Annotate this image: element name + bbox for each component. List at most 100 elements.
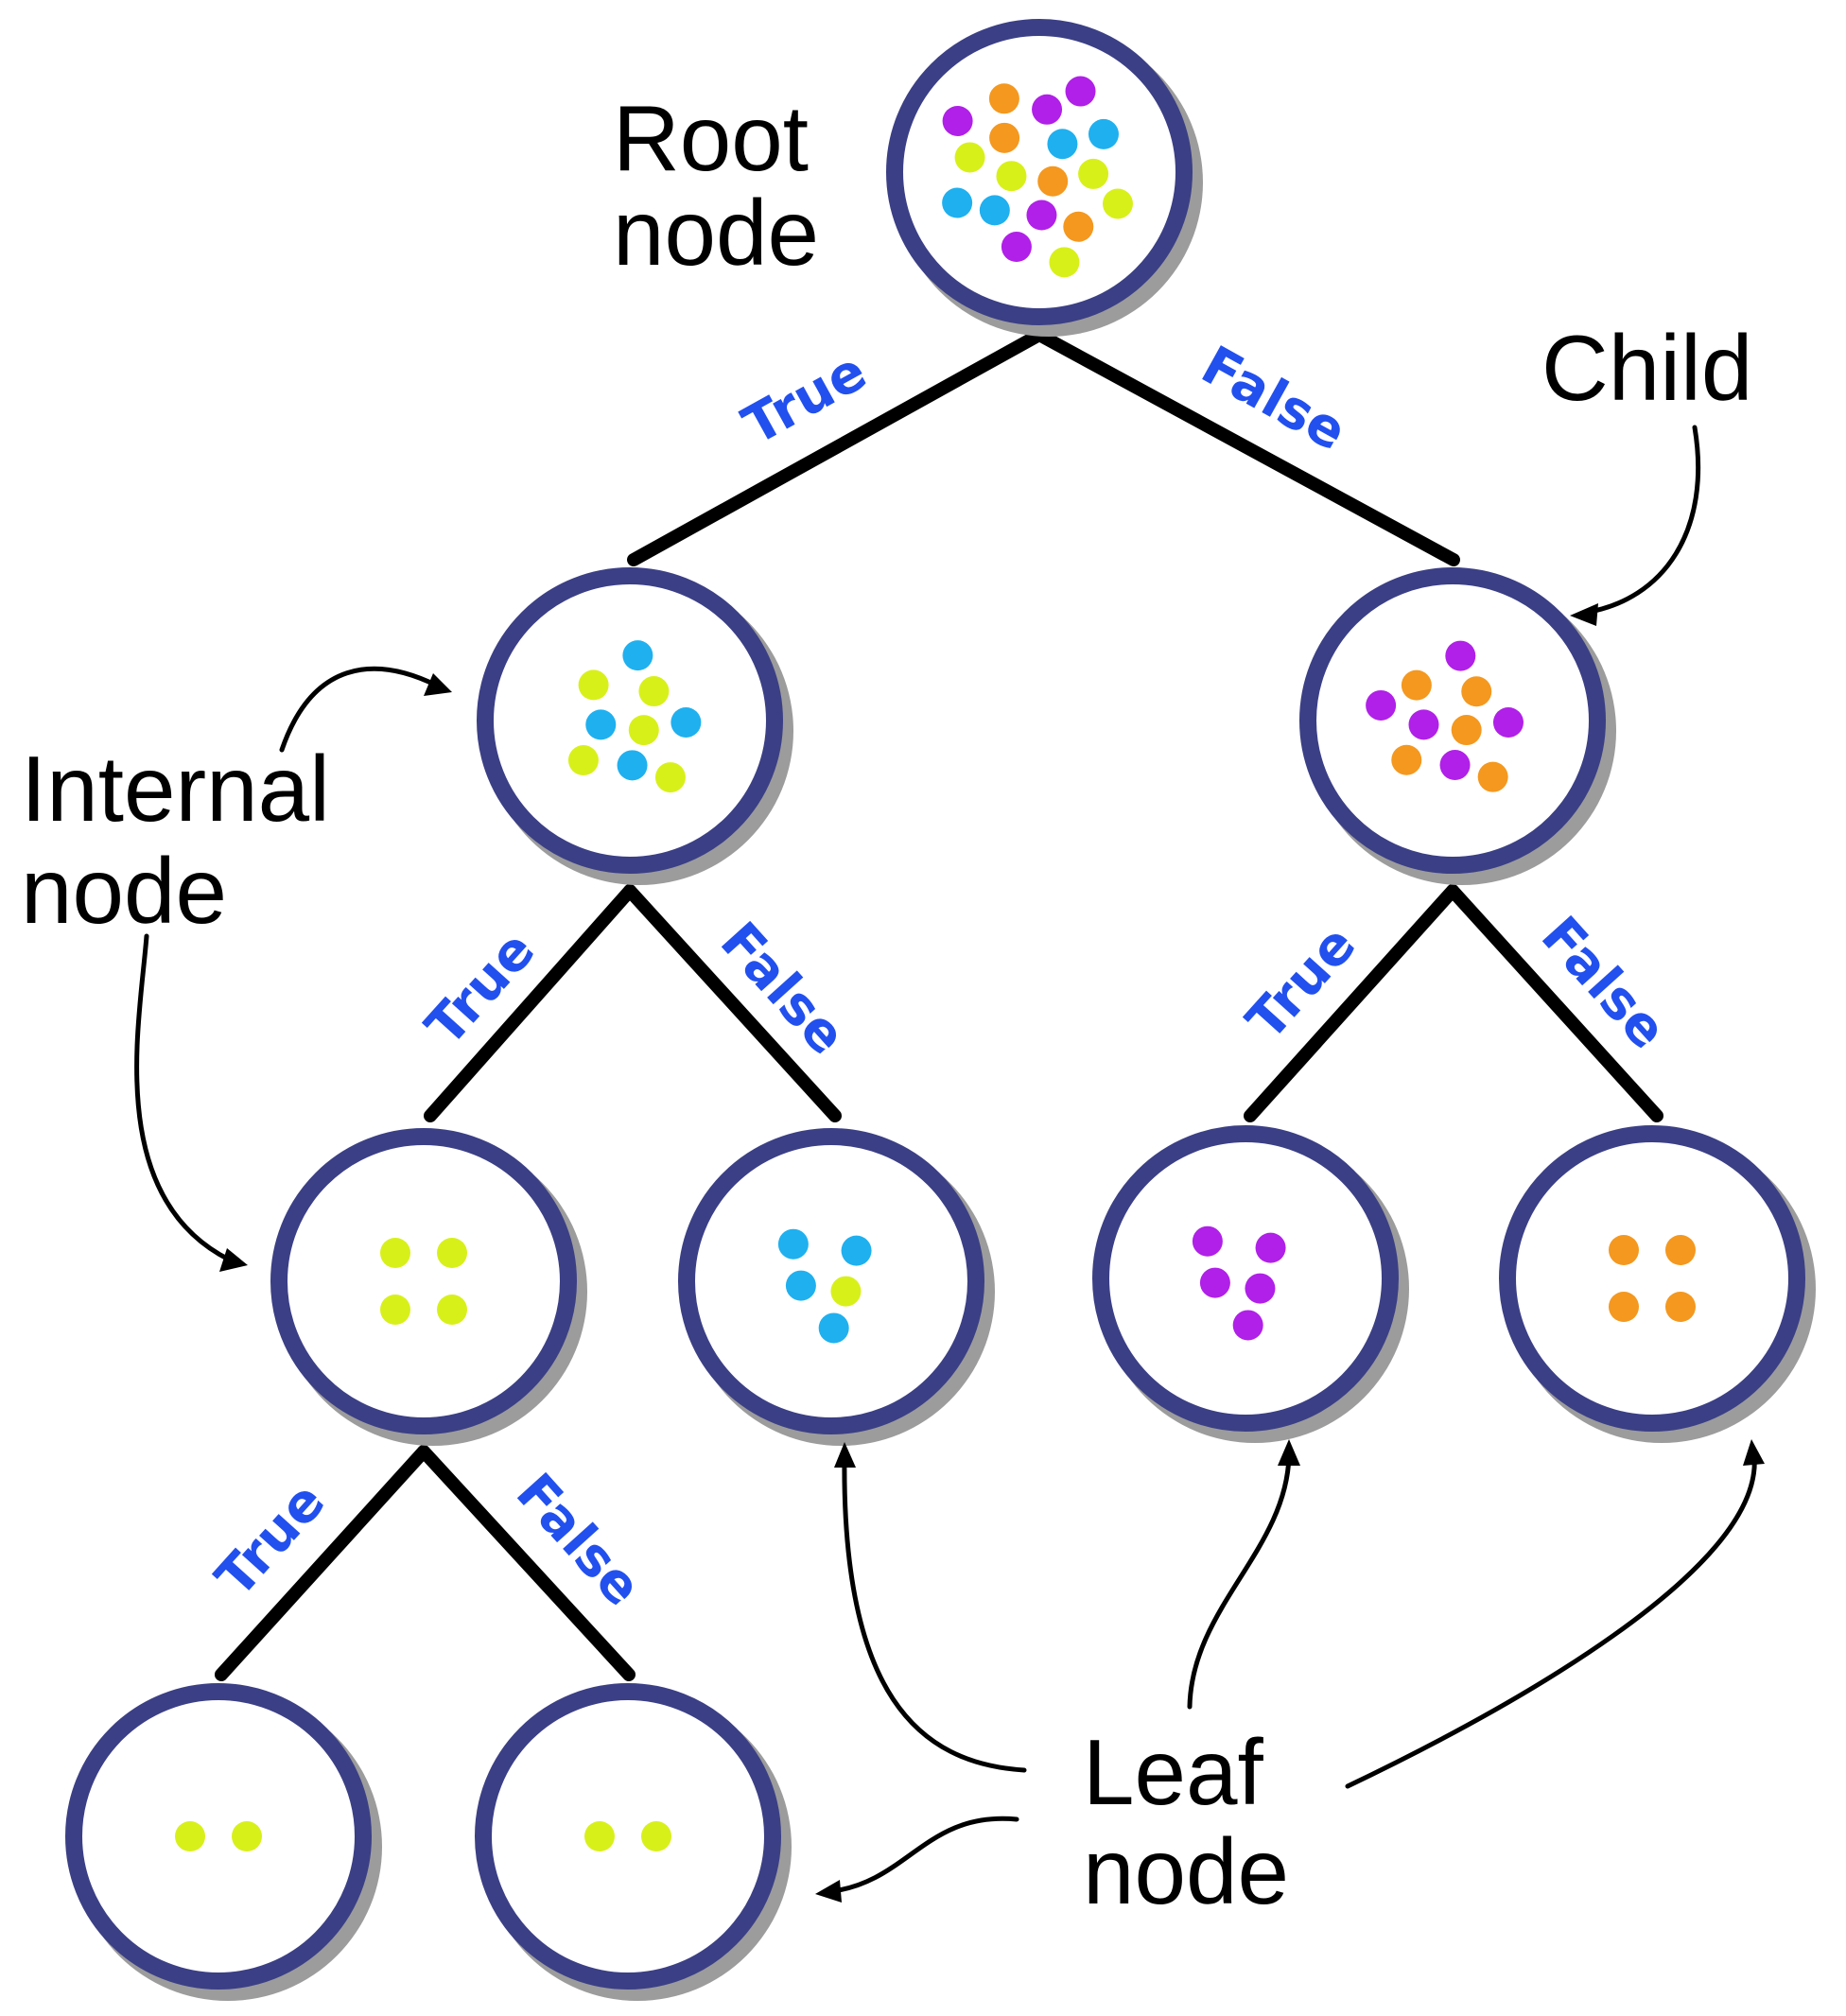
- node-circle: [477, 567, 783, 874]
- node-circle: [1499, 1125, 1805, 1432]
- arrow-head-icon: [815, 1880, 842, 1903]
- arrow-leaf-orange: [1345, 1453, 1757, 1789]
- class-dot-lime: [641, 1821, 671, 1851]
- edge-lower-internal-true: [215, 1445, 430, 1681]
- class-dot-lime: [954, 142, 985, 173]
- class-dot-lime: [1102, 188, 1133, 219]
- class-dot-lime: [380, 1238, 410, 1268]
- arrow-head-icon: [424, 673, 452, 696]
- leaf-node-bottom-left: [65, 1683, 382, 2001]
- class-dot-lime: [578, 669, 609, 701]
- class-dot-lime: [1049, 247, 1080, 278]
- edge-lower-internal-false: [417, 1445, 636, 1681]
- class-dot-blue: [670, 706, 702, 738]
- tree-edges: [215, 328, 1663, 1681]
- class-dot-orange: [988, 83, 1019, 114]
- class-dot-blue: [841, 1235, 872, 1266]
- class-dot-lime: [1078, 158, 1109, 189]
- class-dot-blue: [622, 640, 653, 671]
- node-circle: [475, 1683, 781, 1990]
- class-dot-orange: [1609, 1292, 1639, 1322]
- class-dot-orange: [1665, 1292, 1696, 1322]
- edge-label-false: False: [1529, 905, 1679, 1061]
- tree-nodes: [65, 19, 1816, 2001]
- leaf-node-purple: [1092, 1125, 1409, 1443]
- node-circle: [1299, 567, 1606, 874]
- class-dot-lime: [380, 1295, 410, 1325]
- class-dot-orange: [1063, 211, 1094, 242]
- callout-arrows: [134, 425, 1765, 1903]
- class-dot-lime: [437, 1295, 467, 1325]
- edge-root-true: [627, 328, 1046, 566]
- class-dot-blue: [777, 1228, 809, 1260]
- child-node-false: [1299, 567, 1616, 885]
- class-dot-purple: [1445, 640, 1476, 671]
- class-dot-lime: [175, 1821, 205, 1851]
- edge-internal-left-false: [623, 884, 842, 1122]
- arrow-head-icon: [219, 1248, 248, 1272]
- class-dot-lime: [567, 745, 599, 776]
- arrow-head-icon: [834, 1442, 856, 1468]
- class-dot-lime: [638, 676, 670, 707]
- class-dot-purple: [1245, 1273, 1276, 1304]
- edge-internal-right-false: [1446, 884, 1663, 1122]
- child-label: Child: [1541, 316, 1752, 420]
- leaf-node-bottom-right: [475, 1683, 792, 2001]
- internal-node-label: Internal node: [21, 737, 356, 943]
- arrow-internal-bottom: [134, 933, 232, 1262]
- class-dot-orange: [1461, 676, 1492, 707]
- edge-label-false: False: [504, 1462, 653, 1618]
- node-circle: [270, 1128, 577, 1434]
- arrow-leaf-bottom: [829, 1816, 1019, 1894]
- class-dot-blue: [1088, 118, 1119, 149]
- class-dot-blue: [942, 187, 973, 218]
- node-circle: [65, 1683, 372, 1990]
- root-node: [886, 19, 1203, 337]
- class-dot-blue: [1047, 129, 1078, 160]
- class-dot-orange: [1391, 744, 1422, 775]
- edge-label-false: False: [1192, 335, 1356, 463]
- class-dot-lime: [654, 762, 686, 793]
- arrow-head-icon: [1743, 1439, 1765, 1466]
- edge-label-true: True: [1235, 914, 1367, 1052]
- class-dot-purple: [1032, 94, 1063, 125]
- class-dot-orange: [1609, 1235, 1639, 1265]
- class-dot-purple: [1492, 706, 1524, 738]
- class-dot-lime: [232, 1821, 262, 1851]
- class-dot-purple: [942, 105, 973, 136]
- arrow-head-icon: [1278, 1439, 1300, 1466]
- class-dot-orange: [1665, 1235, 1696, 1265]
- arrow-child: [1581, 425, 1701, 616]
- class-dot-purple: [1001, 232, 1032, 263]
- class-dot-purple: [1199, 1267, 1230, 1298]
- class-dot-orange: [989, 122, 1020, 153]
- class-dot-lime: [996, 161, 1027, 192]
- edge-label-false: False: [708, 911, 858, 1067]
- root-node-label: Root node: [613, 86, 834, 285]
- class-dot-purple: [1255, 1232, 1286, 1263]
- leaf-node-label: Leaf node: [1083, 1720, 1289, 1923]
- class-dot-lime: [628, 715, 659, 746]
- edge-internal-left-true: [424, 884, 636, 1122]
- class-dot-purple: [1232, 1310, 1263, 1341]
- node-circle: [678, 1128, 984, 1434]
- node-circle: [886, 19, 1193, 325]
- class-dot-purple: [1439, 750, 1471, 781]
- edge-label-true: True: [414, 920, 547, 1058]
- edge-internal-right-true: [1244, 884, 1459, 1122]
- class-dot-orange: [1451, 715, 1482, 746]
- class-dot-lime: [830, 1276, 862, 1307]
- class-dot-blue: [979, 195, 1010, 226]
- class-dot-purple: [1192, 1225, 1223, 1257]
- class-dot-purple: [1408, 709, 1439, 740]
- class-dot-lime: [584, 1821, 615, 1851]
- class-dot-purple: [1065, 76, 1096, 107]
- arrow-leaf-purple: [1187, 1453, 1292, 1710]
- arrow-leaf-blue: [842, 1453, 1027, 1773]
- class-dot-purple: [1026, 200, 1057, 231]
- class-dot-lime: [437, 1238, 467, 1268]
- edge-root-false: [1033, 328, 1460, 566]
- leaf-node-orange: [1499, 1125, 1816, 1443]
- class-dot-orange: [1037, 165, 1069, 197]
